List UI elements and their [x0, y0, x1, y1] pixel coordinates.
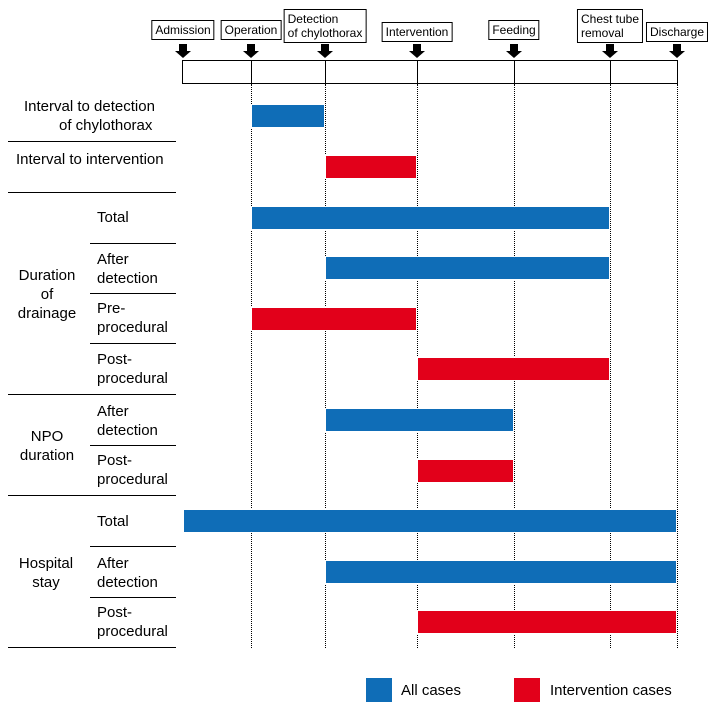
group-label-line: NPO: [30, 428, 64, 445]
row-label-interval-intervention: Interval to intervention: [16, 151, 164, 168]
timeline-tick: [610, 60, 611, 84]
legend-swatch-all: [366, 678, 392, 702]
milestone-ctr-line2: removal: [580, 26, 624, 40]
legend-label-intervention: Intervention cases: [550, 682, 672, 699]
subrow-label-line: Pre-: [97, 300, 126, 317]
subrow-label-line: detection: [97, 270, 158, 287]
milestone-detection-line2: of chylothorax: [287, 26, 363, 40]
group-label-line: Duration: [18, 267, 76, 284]
bar-hospital-after-detection: [325, 560, 677, 584]
timeline-tick: [251, 60, 252, 84]
group-label-drainage: Duration of drainage: [14, 266, 80, 323]
milestone-intervention-label: Intervention: [381, 22, 453, 42]
milestone-operation-label: Operation: [220, 20, 282, 40]
bar-hospital-post-procedural: [417, 610, 677, 634]
milestone-detection-label: Detection of chylothorax: [283, 9, 367, 43]
guide-line: [610, 84, 611, 648]
bar-interval-to-intervention: [325, 155, 417, 179]
subrow-label-line: procedural: [97, 370, 168, 387]
group-label-hospital-stay: Hospital stay: [10, 554, 82, 592]
timeline-tick: [514, 60, 515, 84]
guide-line: [677, 84, 678, 648]
group-label-line: duration: [19, 447, 75, 464]
subrow-label-hospital-post: Post- procedural: [97, 603, 168, 641]
group-label-line: stay: [32, 574, 60, 591]
subrow-label-drainage-after: After detection: [97, 250, 158, 288]
bar-interval-to-detection: [251, 104, 325, 128]
milestone-chest-tube-removal-label: Chest tube removal: [576, 9, 644, 43]
subrow-label-line: procedural: [97, 319, 168, 336]
guide-line: [251, 84, 252, 648]
subrow-label-drainage-pre: Pre- procedural: [97, 299, 168, 337]
subrow-label-line: procedural: [97, 623, 168, 640]
row-separator: [90, 293, 176, 294]
subrow-label-npo-after: After detection: [97, 402, 158, 440]
row-label-interval-detection: Interval to detection of chylothorax: [24, 97, 155, 135]
subrow-label-drainage-post: Post- procedural: [97, 350, 168, 388]
row-separator: [8, 141, 176, 142]
bar-hospital-total: [183, 509, 677, 533]
row-separator: [90, 445, 176, 446]
guide-line: [325, 84, 326, 648]
milestone-ctr-line1: Chest tube: [580, 12, 640, 26]
subrow-label-line: After: [97, 555, 129, 572]
milestone-admission-label: Admission: [151, 20, 215, 40]
subrow-label-drainage-total: Total: [97, 209, 129, 226]
group-label-npo: NPO duration: [14, 427, 80, 465]
bar-drainage-after-detection: [325, 256, 610, 280]
subrow-label-npo-post: Post- procedural: [97, 451, 168, 489]
subrow-label-hospital-total: Total: [97, 513, 129, 530]
bar-drainage-pre-procedural: [251, 307, 417, 331]
milestone-discharge-label: Discharge: [645, 22, 709, 42]
legend-swatch-intervention: [514, 678, 540, 702]
group-label-line: drainage: [17, 305, 77, 322]
group-label-line: Hospital: [18, 555, 74, 572]
row-separator: [90, 243, 176, 244]
row-separator: [8, 394, 176, 395]
subrow-label-line: Post-: [97, 604, 133, 621]
subrow-label-line: detection: [97, 574, 158, 591]
subrow-label-line: After: [97, 251, 129, 268]
subrow-label-line: Post-: [97, 452, 133, 469]
timeline-tick: [417, 60, 418, 84]
subrow-label-line: After: [97, 403, 129, 420]
subrow-label-line: detection: [97, 422, 158, 439]
legend-label-all: All cases: [401, 682, 462, 699]
subrow-label-line: procedural: [97, 471, 168, 488]
milestone-detection-line1: Detection: [287, 12, 339, 26]
row-separator: [90, 597, 176, 598]
subrow-label-line: Post-: [97, 351, 133, 368]
milestone-feeding-label: Feeding: [488, 20, 540, 40]
row-separator: [8, 192, 176, 193]
row-separator: [90, 343, 176, 344]
timeline-axis: [182, 60, 678, 84]
group-label-line: of: [40, 286, 54, 303]
row-separator: [8, 495, 176, 496]
subrow-label-hospital-after: After detection: [97, 554, 158, 592]
bar-drainage-total: [251, 206, 610, 230]
bar-drainage-post-procedural: [417, 357, 610, 381]
timeline-tick: [325, 60, 326, 84]
bar-npo-after-detection: [325, 408, 514, 432]
row-label-line: of chylothorax: [59, 117, 153, 134]
row-separator: [8, 647, 176, 648]
row-label-line: Interval to detection: [24, 98, 155, 115]
row-separator: [90, 546, 176, 547]
bar-npo-post-procedural: [417, 459, 514, 483]
